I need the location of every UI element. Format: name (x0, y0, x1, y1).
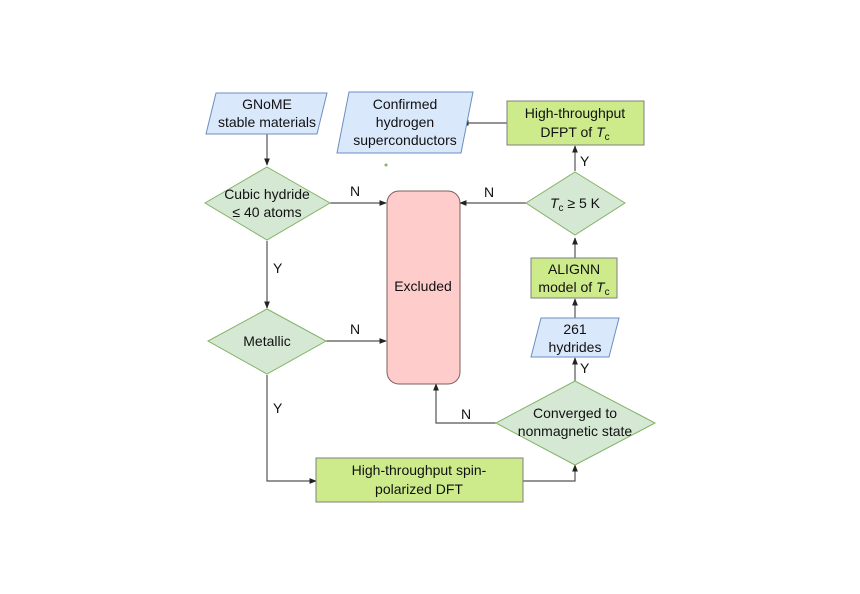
confirmed-line3: superconductors (353, 132, 457, 148)
node-261-hydrides: 261 hydrides (530, 317, 620, 358)
node-alignn: ALIGNN model of Tc (530, 257, 618, 299)
gnome-line2: stable materials (218, 114, 316, 130)
alignn-line2: model of Tc (538, 279, 609, 298)
label-metallic-no: N (350, 321, 360, 337)
node-cubic-hydride-decision: Cubic hydride ≤ 40 atoms (204, 166, 331, 241)
tc-threshold-text: Tc ≥ 5 K (550, 195, 601, 214)
confirmed-line1: Confirmed (373, 96, 438, 112)
edge-converged-no-to-excluded (433, 383, 496, 424)
confirmed-line2: hydrogen (376, 114, 434, 130)
hydrides-line1: 261 (563, 321, 587, 337)
dfpt-line1: High-throughput (525, 105, 626, 121)
node-spin-polarized-dft: High-throughput spin- polarized DFT (315, 457, 524, 503)
node-gnome-stable-materials: GNoME stable materials (205, 92, 328, 135)
node-tc-threshold-decision: Tc ≥ 5 K (525, 171, 626, 236)
alignn-line1: ALIGNN (548, 261, 600, 277)
node-dfpt: High-throughput DFPT of Tc (506, 100, 645, 146)
label-converged-no: N (461, 406, 471, 422)
hydrides-line2: hydrides (549, 339, 602, 355)
label-tc-no: N (484, 184, 494, 200)
edge-spin-dft-to-converged (523, 464, 578, 482)
edges (264, 120, 578, 484)
spin-dft-line1: High-throughput spin- (352, 462, 487, 478)
node-confirmed-superconductors: Confirmed hydrogen superconductors (336, 91, 474, 154)
stray-dot (384, 163, 388, 167)
gnome-line1: GNoME (242, 96, 292, 112)
label-cubic-yes: Y (273, 260, 283, 276)
dfpt-line2: DFPT of Tc (540, 124, 609, 143)
cubic-line1: Cubic hydride (224, 186, 310, 202)
edge-metallic-yes-to-spin-dft (266, 375, 317, 484)
label-tc-yes: Y (580, 153, 590, 169)
converged-line2: nonmagnetic state (518, 423, 633, 439)
node-excluded: Excluded (386, 190, 461, 385)
node-metallic-decision: Metallic (206, 308, 328, 375)
spin-dft-line2: polarized DFT (375, 481, 463, 497)
label-converged-yes: Y (580, 360, 590, 376)
excluded-label: Excluded (394, 278, 452, 294)
label-metallic-yes: Y (273, 400, 283, 416)
cubic-line2: ≤ 40 atoms (232, 204, 301, 220)
converged-line1: Converged to (533, 405, 617, 421)
label-cubic-no: N (350, 183, 360, 199)
metallic-label: Metallic (243, 333, 290, 349)
node-converged-decision: Converged to nonmagnetic state (494, 380, 657, 466)
